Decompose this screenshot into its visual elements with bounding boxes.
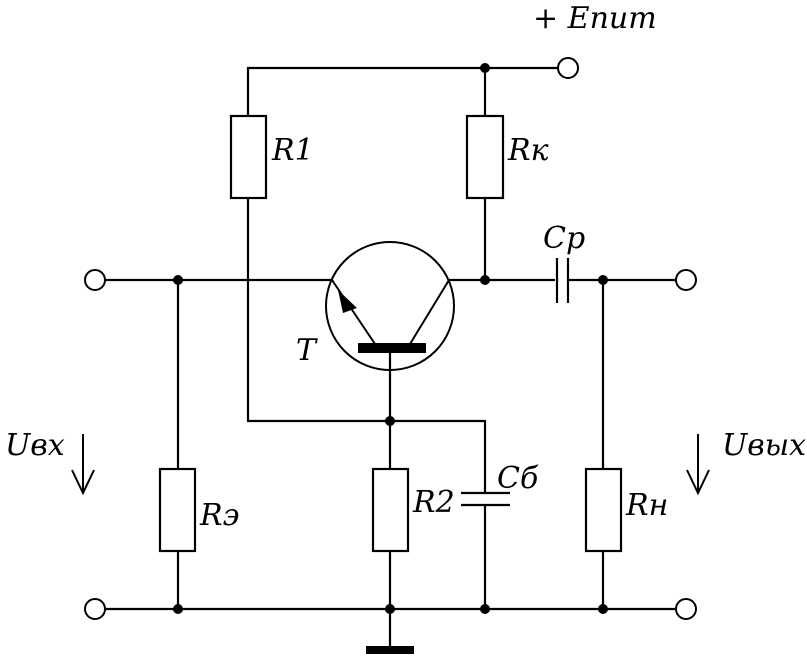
- junction-supply: [480, 63, 490, 73]
- u-in-label: Uвх: [5, 428, 65, 463]
- output-terminal[interactable]: [675, 269, 697, 291]
- resistor-re: [158, 467, 197, 553]
- supply-label: + Eпит: [533, 1, 657, 36]
- r1-base-wire: [246, 198, 487, 493]
- junction-ground-rn: [598, 604, 608, 614]
- u-in-arrow-icon: [71, 434, 95, 496]
- transistor-t: [325, 241, 455, 421]
- rn-label: Rн: [625, 488, 668, 523]
- ground-icon: [366, 646, 414, 654]
- junction-ground-cb: [480, 604, 490, 614]
- input-ground-terminal[interactable]: [84, 598, 106, 620]
- r1-label: R1: [271, 133, 314, 168]
- transistor-emitter: [331, 279, 376, 345]
- emitter-arrow-icon: [338, 290, 357, 313]
- resistor-r1: [229, 114, 268, 200]
- rk-label: Rк: [507, 133, 549, 168]
- supply-rail-wire: [246, 66, 558, 116]
- u-out-arrow-icon: [686, 434, 710, 496]
- transistor-base-bar: [358, 343, 426, 353]
- input-terminal[interactable]: [84, 269, 106, 291]
- junction-ground-re: [173, 604, 183, 614]
- cb-label: Cб: [497, 461, 539, 496]
- resistor-rk: [465, 114, 505, 200]
- re-label: Rэ: [199, 498, 239, 533]
- supply-terminal[interactable]: [557, 57, 579, 79]
- output-ground-terminal[interactable]: [675, 598, 697, 620]
- r2-label: R2: [412, 485, 455, 520]
- resistor-r2: [371, 467, 410, 553]
- resistor-rn: [584, 467, 623, 553]
- cp-label: Cp: [543, 221, 585, 256]
- junction-collector: [480, 275, 490, 285]
- u-out-label: Uвых: [722, 428, 806, 463]
- transistor-label: T: [296, 333, 318, 368]
- transistor-collector: [409, 279, 450, 345]
